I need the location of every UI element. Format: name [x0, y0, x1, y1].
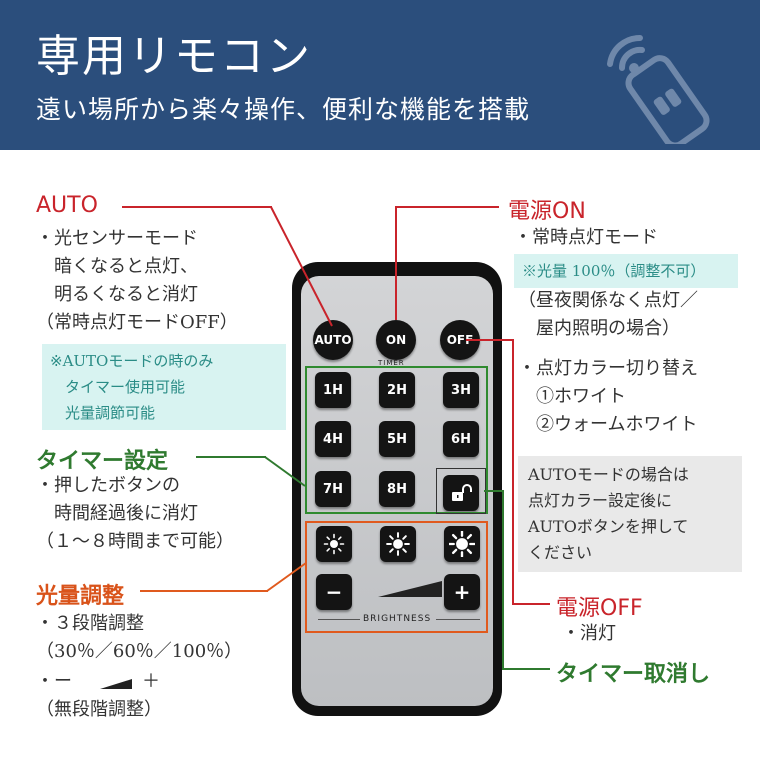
on-connector-h	[395, 206, 499, 208]
timer-cancel-button[interactable]	[443, 475, 479, 511]
power-on-note: ※光量 100％（調整不可）	[514, 254, 738, 288]
page-subtitle: 遠い場所から楽々操作、便利な機能を搭載	[36, 95, 531, 124]
timer-5h-button[interactable]: 5H	[379, 421, 415, 457]
timer-heading: タイマー設定	[36, 449, 169, 474]
brightness-high-button[interactable]	[444, 526, 480, 562]
power-on-description: （昼夜関係なく点灯／ 屋内照明の場合）	[518, 290, 698, 339]
brightness-divider-right	[436, 619, 480, 620]
remote-control-wifi-icon	[607, 34, 710, 144]
power-on-heading: 電源ON	[508, 199, 586, 224]
off-connector-h1	[466, 339, 514, 341]
timer-label: TIMER	[378, 359, 405, 367]
auto-note: ※AUTOモードの時のみ タイマー使用可能 光量調節可能	[42, 344, 286, 430]
timer-highlight-box	[305, 366, 488, 514]
timer-2h-button[interactable]: 2H	[379, 372, 415, 408]
auto-connector-h	[122, 206, 272, 208]
brightness-connector-diag	[266, 562, 307, 592]
page-title: 専用リモコン	[36, 31, 312, 82]
brightness-plus-button[interactable]: +	[444, 574, 480, 610]
on-connector-v	[395, 206, 397, 320]
timer-cancel-highlight-box	[436, 468, 486, 514]
brightness-minus-button[interactable]: −	[316, 574, 352, 610]
auto-connector-diag	[270, 206, 333, 327]
power-off-description: ・消灯	[562, 623, 616, 644]
power-off-heading: 電源OFF	[556, 596, 643, 621]
auto-description: ・光センサーモード 暗くなると点灯、 明るくなると消灯 （常時点灯モードOFF）	[36, 228, 238, 333]
auto-button[interactable]: AUTO	[313, 320, 353, 360]
brightness-label: BRIGHTNESS	[363, 614, 432, 624]
off-connector-h2	[512, 603, 550, 605]
brightness-stepless-suffix: ＋	[142, 671, 160, 692]
brightness-connector-h	[140, 590, 268, 592]
brightness-stepless-note: （無段階調整）	[36, 699, 162, 720]
timer-connector-h	[196, 456, 266, 458]
on-button[interactable]: ON	[376, 320, 416, 360]
auto-color-note: AUTOモードの場合は 点灯カラー設定後に AUTOボタンを押して ください	[518, 456, 742, 572]
cancel-connector-v	[502, 490, 504, 670]
timer-cancel-heading: タイマー取消し	[556, 662, 711, 687]
brightness-highlight-box	[305, 521, 488, 633]
timer-3h-button[interactable]: 3H	[443, 372, 479, 408]
timer-4h-button[interactable]: 4H	[315, 421, 351, 457]
color-switch-description: ・点灯カラー切り替え ①ホワイト ②ウォームホワイト	[518, 358, 698, 435]
off-connector-v	[512, 339, 514, 603]
unlock-icon	[452, 484, 472, 501]
brightness-divider-left	[318, 619, 360, 620]
header-banner: 専用リモコン 遠い場所から楽々操作、便利な機能を搭載	[0, 0, 760, 150]
brightness-low-button[interactable]	[316, 526, 352, 562]
timer-1h-button[interactable]: 1H	[315, 372, 351, 408]
brightness-description: ・３段階調整 （30％／60％／100％）	[36, 613, 243, 662]
auto-heading: AUTO	[36, 193, 98, 218]
sun-small-icon	[323, 533, 345, 555]
brightness-ramp-icon	[100, 679, 132, 689]
timer-6h-button[interactable]: 6H	[443, 421, 479, 457]
timer-8h-button[interactable]: 8H	[379, 471, 415, 507]
timer-description: ・押したボタンの 時間経過後に消灯 （１～８時間まで可能）	[36, 475, 234, 552]
brightness-mid-button[interactable]	[380, 526, 416, 562]
timer-7h-button[interactable]: 7H	[315, 471, 351, 507]
brightness-heading: 光量調整	[36, 584, 125, 609]
power-on-mode: ・常時点灯モード	[514, 227, 658, 248]
sun-medium-icon	[386, 532, 410, 556]
cancel-connector-h1	[484, 490, 504, 492]
brightness-stepless-prefix: ・ー	[36, 671, 72, 692]
cancel-connector-h2	[502, 668, 550, 670]
sun-large-icon	[449, 531, 475, 557]
brightness-ramp-graphic	[378, 581, 442, 597]
timer-connector-diag	[264, 456, 306, 487]
